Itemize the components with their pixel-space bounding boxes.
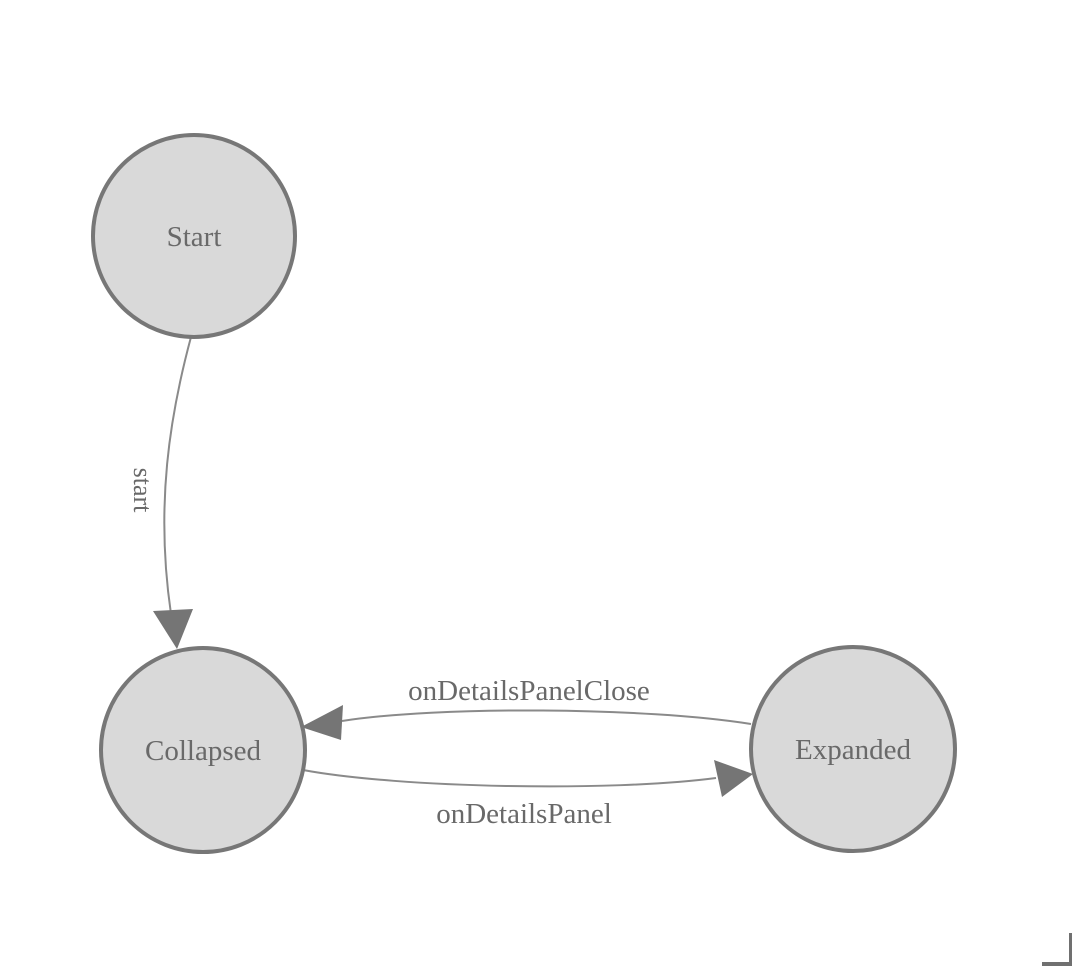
node-collapsed[interactable]: Collapsed xyxy=(99,646,307,854)
node-start[interactable]: Start xyxy=(91,133,297,339)
canvas-corner-mark xyxy=(1042,933,1072,966)
edge-ondetailspanel: onDetailsPanel xyxy=(302,760,753,830)
edge-ondetailspanelclose: onDetailsPanelClose xyxy=(301,675,752,740)
edge-ondetailspanel-label: onDetailsPanel xyxy=(436,798,612,830)
node-start-label: Start xyxy=(167,221,222,253)
node-expanded-circle[interactable] xyxy=(749,645,957,853)
edge-ondetailspanelclose-path xyxy=(341,709,752,725)
edge-ondetailspanelclose-arrowhead-icon xyxy=(301,705,343,740)
edge-start-label: start xyxy=(128,468,157,514)
edge-start-arrowhead-icon xyxy=(153,609,193,649)
edge-start: start xyxy=(128,336,193,649)
node-expanded-label: Expanded xyxy=(795,734,911,766)
edge-ondetailspanel-arrowhead-icon xyxy=(714,760,753,797)
edge-start-path xyxy=(163,336,192,615)
node-collapsed-label: Collapsed xyxy=(145,735,261,767)
edge-ondetailspanelclose-label: onDetailsPanelClose xyxy=(408,675,650,707)
corner-mark-horizontal xyxy=(1042,962,1072,966)
corner-mark-vertical xyxy=(1069,933,1072,966)
edge-ondetailspanel-path xyxy=(302,769,717,788)
node-start-circle[interactable] xyxy=(91,133,297,339)
node-expanded[interactable]: Expanded xyxy=(749,645,957,853)
node-collapsed-circle[interactable] xyxy=(99,646,307,854)
